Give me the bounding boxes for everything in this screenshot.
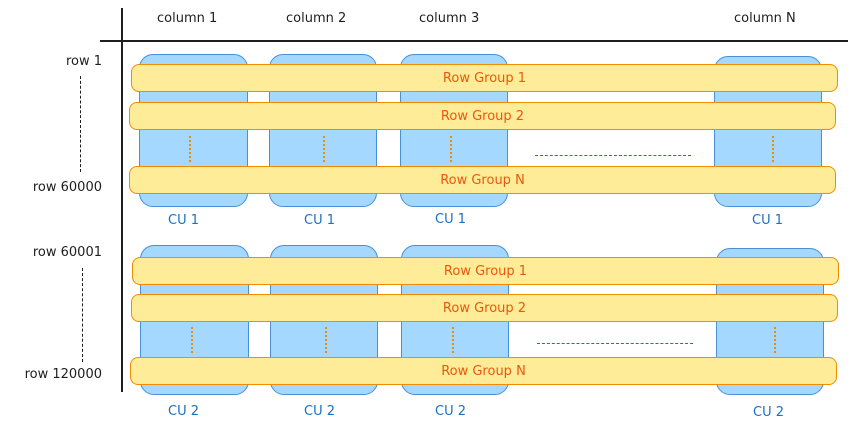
vertical-ellipsis-dots	[323, 136, 325, 162]
row-label-120000: row 120000	[24, 367, 102, 382]
row-group-label: Row Group 2	[440, 108, 525, 124]
row-group-label: Row Group 1	[443, 263, 528, 279]
row-label-60001: row 60001	[32, 245, 102, 260]
horizontal-axis-line	[100, 40, 848, 42]
column-header-2: column 2	[286, 11, 347, 26]
vertical-ellipsis-dots	[189, 136, 191, 162]
vertical-axis-line	[121, 8, 123, 392]
row-group-label: Row Group N	[440, 172, 525, 188]
vertical-ellipsis-dots	[772, 136, 774, 162]
row-group-label: Row Group N	[441, 363, 526, 379]
row-range-dash-2	[82, 268, 83, 362]
cu-label-col3-block2: CU 2	[435, 404, 466, 419]
row-group-bar-n-block1: Row Group N	[129, 166, 836, 194]
row-label-1: row 1	[65, 54, 102, 69]
column-header-n: column N	[734, 11, 796, 26]
vertical-ellipsis-dots	[191, 327, 193, 353]
row-group-bar-n-block2: Row Group N	[130, 357, 837, 385]
row-group-bar-1-block1: Row Group 1	[131, 64, 838, 92]
row-group-bar-1-block2: Row Group 1	[132, 257, 839, 285]
vertical-ellipsis-dots	[452, 327, 454, 353]
vertical-ellipsis-dots	[774, 327, 776, 353]
cu-label-col3-block1: CU 1	[435, 212, 466, 227]
cu-label-coln-block2: CU 2	[753, 405, 784, 420]
row-label-60000: row 60000	[32, 180, 102, 195]
column-header-3: column 3	[419, 11, 480, 26]
horizontal-ellipsis-dash	[537, 343, 693, 344]
cu-label-col2-block1: CU 1	[304, 213, 335, 228]
column-header-1: column 1	[157, 11, 218, 26]
vertical-ellipsis-dots	[325, 327, 327, 353]
row-group-bar-2-block1: Row Group 2	[129, 102, 836, 130]
cu-label-coln-block1: CU 1	[752, 213, 783, 228]
row-group-bar-2-block2: Row Group 2	[131, 294, 838, 322]
row-group-label: Row Group 1	[442, 70, 527, 86]
cu-label-col1-block1: CU 1	[168, 213, 199, 228]
horizontal-ellipsis-dash	[535, 155, 691, 156]
cu-label-col1-block2: CU 2	[168, 404, 199, 419]
row-group-label: Row Group 2	[442, 300, 527, 316]
vertical-ellipsis-dots	[450, 136, 452, 162]
cu-label-col2-block2: CU 2	[304, 404, 335, 419]
row-range-dash-1	[80, 76, 81, 172]
